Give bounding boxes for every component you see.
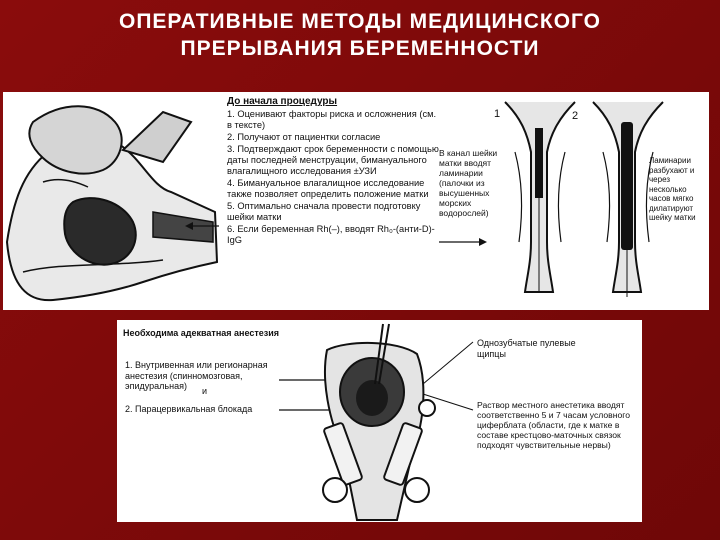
procedure-step-6: 6. Если беременная Rh(–), вводят Rh₀-(ан…	[227, 224, 435, 245]
procedure-header: До начала процедуры	[227, 96, 338, 107]
anesthesia-item-1: 1. Внутривенная или регионарная анестези…	[125, 360, 268, 391]
procedure-panel: До начала процедуры 1. Оценивают факторы…	[3, 92, 709, 310]
laminaria-caption-2: Ламинарии разбухают и через несколько ча…	[649, 156, 696, 222]
injection-caption: Раствор местного анестетика вводят соотв…	[477, 400, 630, 450]
procedure-step-2: 2. Получают от пациентки согласие	[227, 132, 381, 142]
procedure-step-5: 5. Оптимально сначала провести подготовк…	[227, 201, 421, 222]
laminaria-step-1-label: 1	[494, 108, 501, 120]
laminaria-caption-1: В канал шейки матки вводят ламинарии (па…	[439, 148, 498, 218]
patient-position-illustration	[3, 92, 225, 310]
anesthesia-and: и	[202, 386, 208, 396]
procedure-steps: До начала процедуры 1. Оценивают факторы…	[227, 96, 439, 247]
slide-title: ОПЕРАТИВНЫЕ МЕТОДЫ МЕДИЦИНСКОГО ПРЕРЫВАН…	[0, 8, 720, 62]
procedure-step-1: 1. Оценивают факторы риска и осложнения …	[227, 109, 437, 130]
anesthesia-item-2: 2. Парацервикальная блокада	[125, 404, 253, 414]
laminaria-illustration	[439, 101, 664, 297]
title-line-2: ПРЕРЫВАНИЯ БЕРЕМЕННОСТИ	[180, 37, 540, 60]
anesthesia-panel: Необходима адекватная анестезия 1. Внутр…	[117, 320, 642, 522]
caption-leader-lines	[422, 341, 474, 411]
title-line-1: ОПЕРАТИВНЫЕ МЕТОДЫ МЕДИЦИНСКОГО	[118, 10, 602, 33]
laminaria-step-2-label: 2	[572, 110, 579, 122]
forceps-caption: Однозубчатые пулевые щипцы	[477, 338, 576, 359]
anesthesia-header: Необходима адекватная анестезия	[123, 328, 280, 338]
procedure-step-4: 4. Бимануальное влагалищное исследование…	[227, 178, 429, 199]
paracervical-block-illustration	[279, 323, 436, 521]
procedure-step-3: 3. Подтверждают срок беременности с помо…	[227, 144, 439, 176]
